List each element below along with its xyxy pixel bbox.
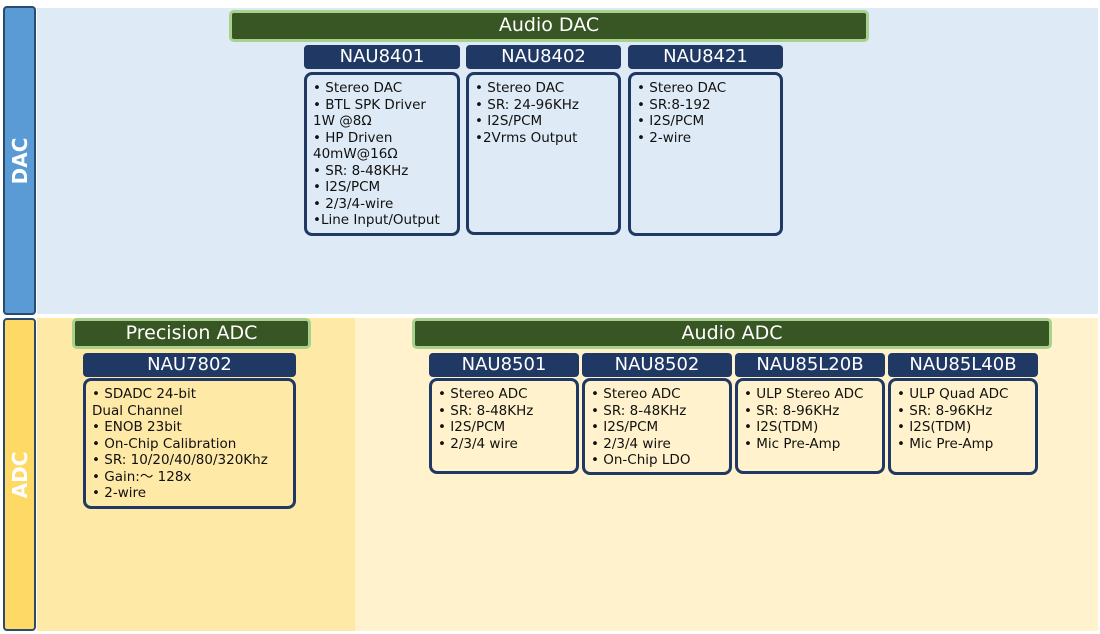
feature-list: • Stereo DAC • SR:8-192 • I2S/PCM • 2-wi… — [631, 75, 780, 146]
feature-item: • Stereo DAC — [637, 80, 727, 96]
feature-item: • Mic Pre-Amp — [744, 435, 841, 452]
feature-item: • 2/3/4 wire — [591, 435, 671, 452]
chip-card-nau8401: • Stereo DAC • BTL SPK Driver 1W @8Ω • H… — [304, 72, 460, 236]
chip-card-nau8501: • Stereo ADC • SR: 8-48KHz • I2S/PCM • 2… — [429, 378, 579, 474]
feature-item: • SR: 10/20/40/80/320Khz — [92, 452, 268, 468]
chip-title-nau8402: NAU8402 — [466, 45, 621, 69]
feature-list: • Stereo DAC • SR: 24-96KHz • I2S/PCM •2… — [469, 75, 618, 146]
chip-title-nau8401: NAU8401 — [304, 45, 460, 69]
chip-card-nau8402: • Stereo DAC • SR: 24-96KHz • I2S/PCM •2… — [466, 72, 621, 235]
feature-item: • BTL SPK Driver — [313, 96, 426, 113]
feature-item: • I2S(TDM) — [897, 419, 972, 435]
feature-item: Dual Channel — [92, 402, 183, 419]
group-header-audio-dac: Audio DAC — [229, 10, 869, 42]
feature-list: • Stereo ADC • SR: 8-48KHz • I2S/PCM • 2… — [585, 381, 729, 469]
chip-card-nau85l20b: • ULP Stereo ADC • SR: 8-96KHz • I2S(TDM… — [735, 378, 885, 474]
feature-list: • ULP Quad ADC • SR: 8-96KHz • I2S(TDM) … — [891, 381, 1035, 452]
chip-title-nau8502: NAU8502 — [582, 353, 732, 377]
feature-list: • Stereo DAC • BTL SPK Driver 1W @8Ω • H… — [307, 75, 457, 229]
feature-item: • I2S/PCM — [591, 419, 659, 435]
feature-list: • ULP Stereo ADC • SR: 8-96KHz • I2S(TDM… — [738, 381, 882, 452]
chip-card-nau8421: • Stereo DAC • SR:8-192 • I2S/PCM • 2-wi… — [628, 72, 783, 236]
feature-item: • SR:8-192 — [637, 96, 711, 113]
adc-side-tab: ADC — [3, 318, 36, 631]
feature-item: • SR: 8-48KHz — [591, 402, 687, 419]
feature-item: • Gain:～ 128x — [92, 468, 192, 485]
feature-item: • SR: 8-48KHz — [438, 402, 534, 419]
feature-item: • ULP Stereo ADC — [744, 386, 864, 402]
feature-item: • SDADC 24-bit — [92, 386, 196, 402]
group-header-precision-adc: Precision ADC — [72, 318, 311, 349]
feature-item: • I2S/PCM — [438, 419, 506, 435]
chip-title-nau8501: NAU8501 — [429, 353, 579, 377]
feature-item: 1W @8Ω — [313, 113, 372, 129]
feature-item: • I2S(TDM) — [744, 419, 819, 435]
chip-card-nau7802: • SDADC 24-bit Dual Channel • ENOB 23bit… — [83, 378, 296, 509]
adc-tab-label: ADC — [7, 451, 32, 498]
dac-side-tab: DAC — [3, 6, 36, 315]
feature-item: •Line Input/Output — [313, 212, 440, 228]
feature-item: • Stereo DAC — [313, 80, 403, 96]
feature-item: • I2S/PCM — [475, 113, 543, 129]
feature-item: • 2/3/4 wire — [438, 435, 518, 452]
chip-title-nau85l40b: NAU85L40B — [888, 353, 1038, 377]
feature-item: • On-Chip Calibration — [92, 435, 237, 452]
chip-card-nau85l40b: • ULP Quad ADC • SR: 8-96KHz • I2S(TDM) … — [888, 378, 1038, 475]
feature-item: • HP Driven — [313, 129, 393, 146]
feature-list: • SDADC 24-bit Dual Channel • ENOB 23bit… — [86, 381, 293, 502]
feature-item: • SR: 8-96KHz — [897, 402, 993, 419]
chip-title-nau8421: NAU8421 — [628, 45, 783, 69]
feature-item: • ENOB 23bit — [92, 419, 182, 435]
chip-title-nau85l20b: NAU85L20B — [735, 353, 885, 377]
feature-item: •2Vrms Output — [475, 129, 578, 146]
feature-item: • SR: 8-96KHz — [744, 402, 840, 419]
feature-item: • 2/3/4-wire — [313, 195, 394, 212]
feature-item: • SR: 24-96KHz — [475, 96, 579, 113]
feature-item: • 2-wire — [92, 485, 147, 501]
feature-item: • ULP Quad ADC — [897, 386, 1009, 402]
feature-item: • 2-wire — [637, 129, 692, 146]
dac-tab-label: DAC — [7, 137, 32, 184]
feature-item: • I2S/PCM — [313, 179, 381, 195]
feature-item: • Stereo ADC — [438, 386, 528, 402]
feature-item: • Stereo ADC — [591, 386, 681, 402]
feature-item: 40mW@16Ω — [313, 146, 398, 162]
group-header-audio-adc: Audio ADC — [412, 318, 1052, 349]
feature-list: • Stereo ADC • SR: 8-48KHz • I2S/PCM • 2… — [432, 381, 576, 452]
chip-title-nau7802: NAU7802 — [83, 353, 296, 377]
feature-item: • Mic Pre-Amp — [897, 435, 994, 452]
feature-item: • SR: 8-48KHz — [313, 162, 409, 179]
feature-item: • I2S/PCM — [637, 113, 705, 129]
feature-item: • On-Chip LDO — [591, 452, 691, 468]
chip-card-nau8502: • Stereo ADC • SR: 8-48KHz • I2S/PCM • 2… — [582, 378, 732, 475]
feature-item: • Stereo DAC — [475, 80, 565, 96]
